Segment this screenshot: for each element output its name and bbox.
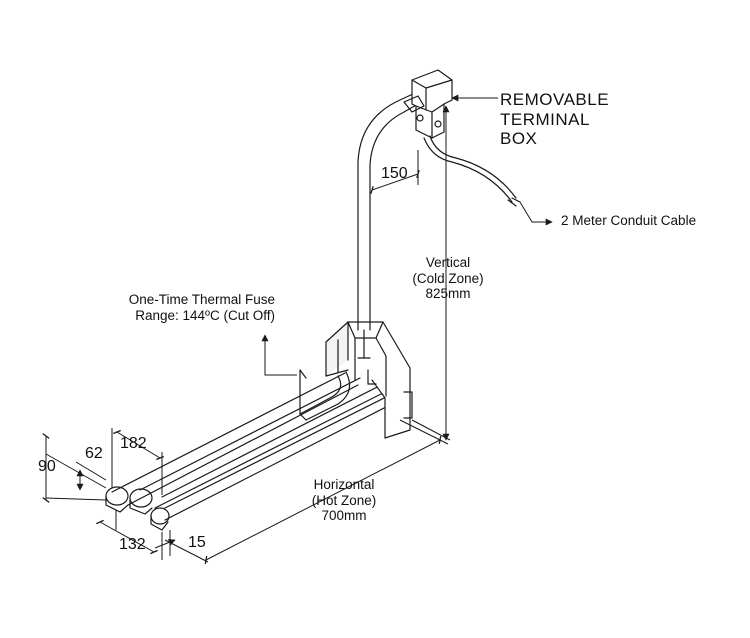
tube-end-caps xyxy=(105,486,170,531)
fuse-body xyxy=(299,369,307,379)
horizontal-line-2: (Hot Zone) xyxy=(311,492,377,508)
dimension-62: 62 xyxy=(85,445,103,462)
dimension-182: 182 xyxy=(120,435,147,452)
terminal-box-line-3: BOX xyxy=(500,129,538,149)
terminal-box-shape xyxy=(403,69,453,139)
leader-lines xyxy=(42,94,553,565)
vertical-riser xyxy=(299,92,419,421)
vertical-line-3: 825mm xyxy=(425,286,471,302)
fuse-line-1: One-Time Thermal Fuse xyxy=(128,292,275,307)
horizontal-line-1: Horizontal xyxy=(313,477,375,492)
vertical-line-1: Vertical xyxy=(425,255,471,270)
terminal-box-line-2: TERMINAL xyxy=(500,109,590,129)
dimension-15: 15 xyxy=(188,534,206,551)
fuse-line-2: Range: 144ºC (Cut Off) xyxy=(135,307,275,323)
dimension-150: 150 xyxy=(381,165,408,182)
vertical-zone-label: Vertical(Cold Zone)825mm xyxy=(400,255,496,302)
horizontal-zone-label: Horizontal(Hot Zone)700mm xyxy=(296,477,392,524)
terminal-box-line-1: REMOVABLE xyxy=(500,90,610,109)
dimension-132: 132 xyxy=(119,536,146,553)
conduit-cable-line xyxy=(423,135,521,207)
vertical-line-2: (Cold Zone) xyxy=(412,270,484,286)
horizontal-line-3: 700mm xyxy=(321,508,367,524)
conduit-cable-label: 2 Meter Conduit Cable xyxy=(561,213,697,228)
dimension-90: 90 xyxy=(38,458,56,475)
